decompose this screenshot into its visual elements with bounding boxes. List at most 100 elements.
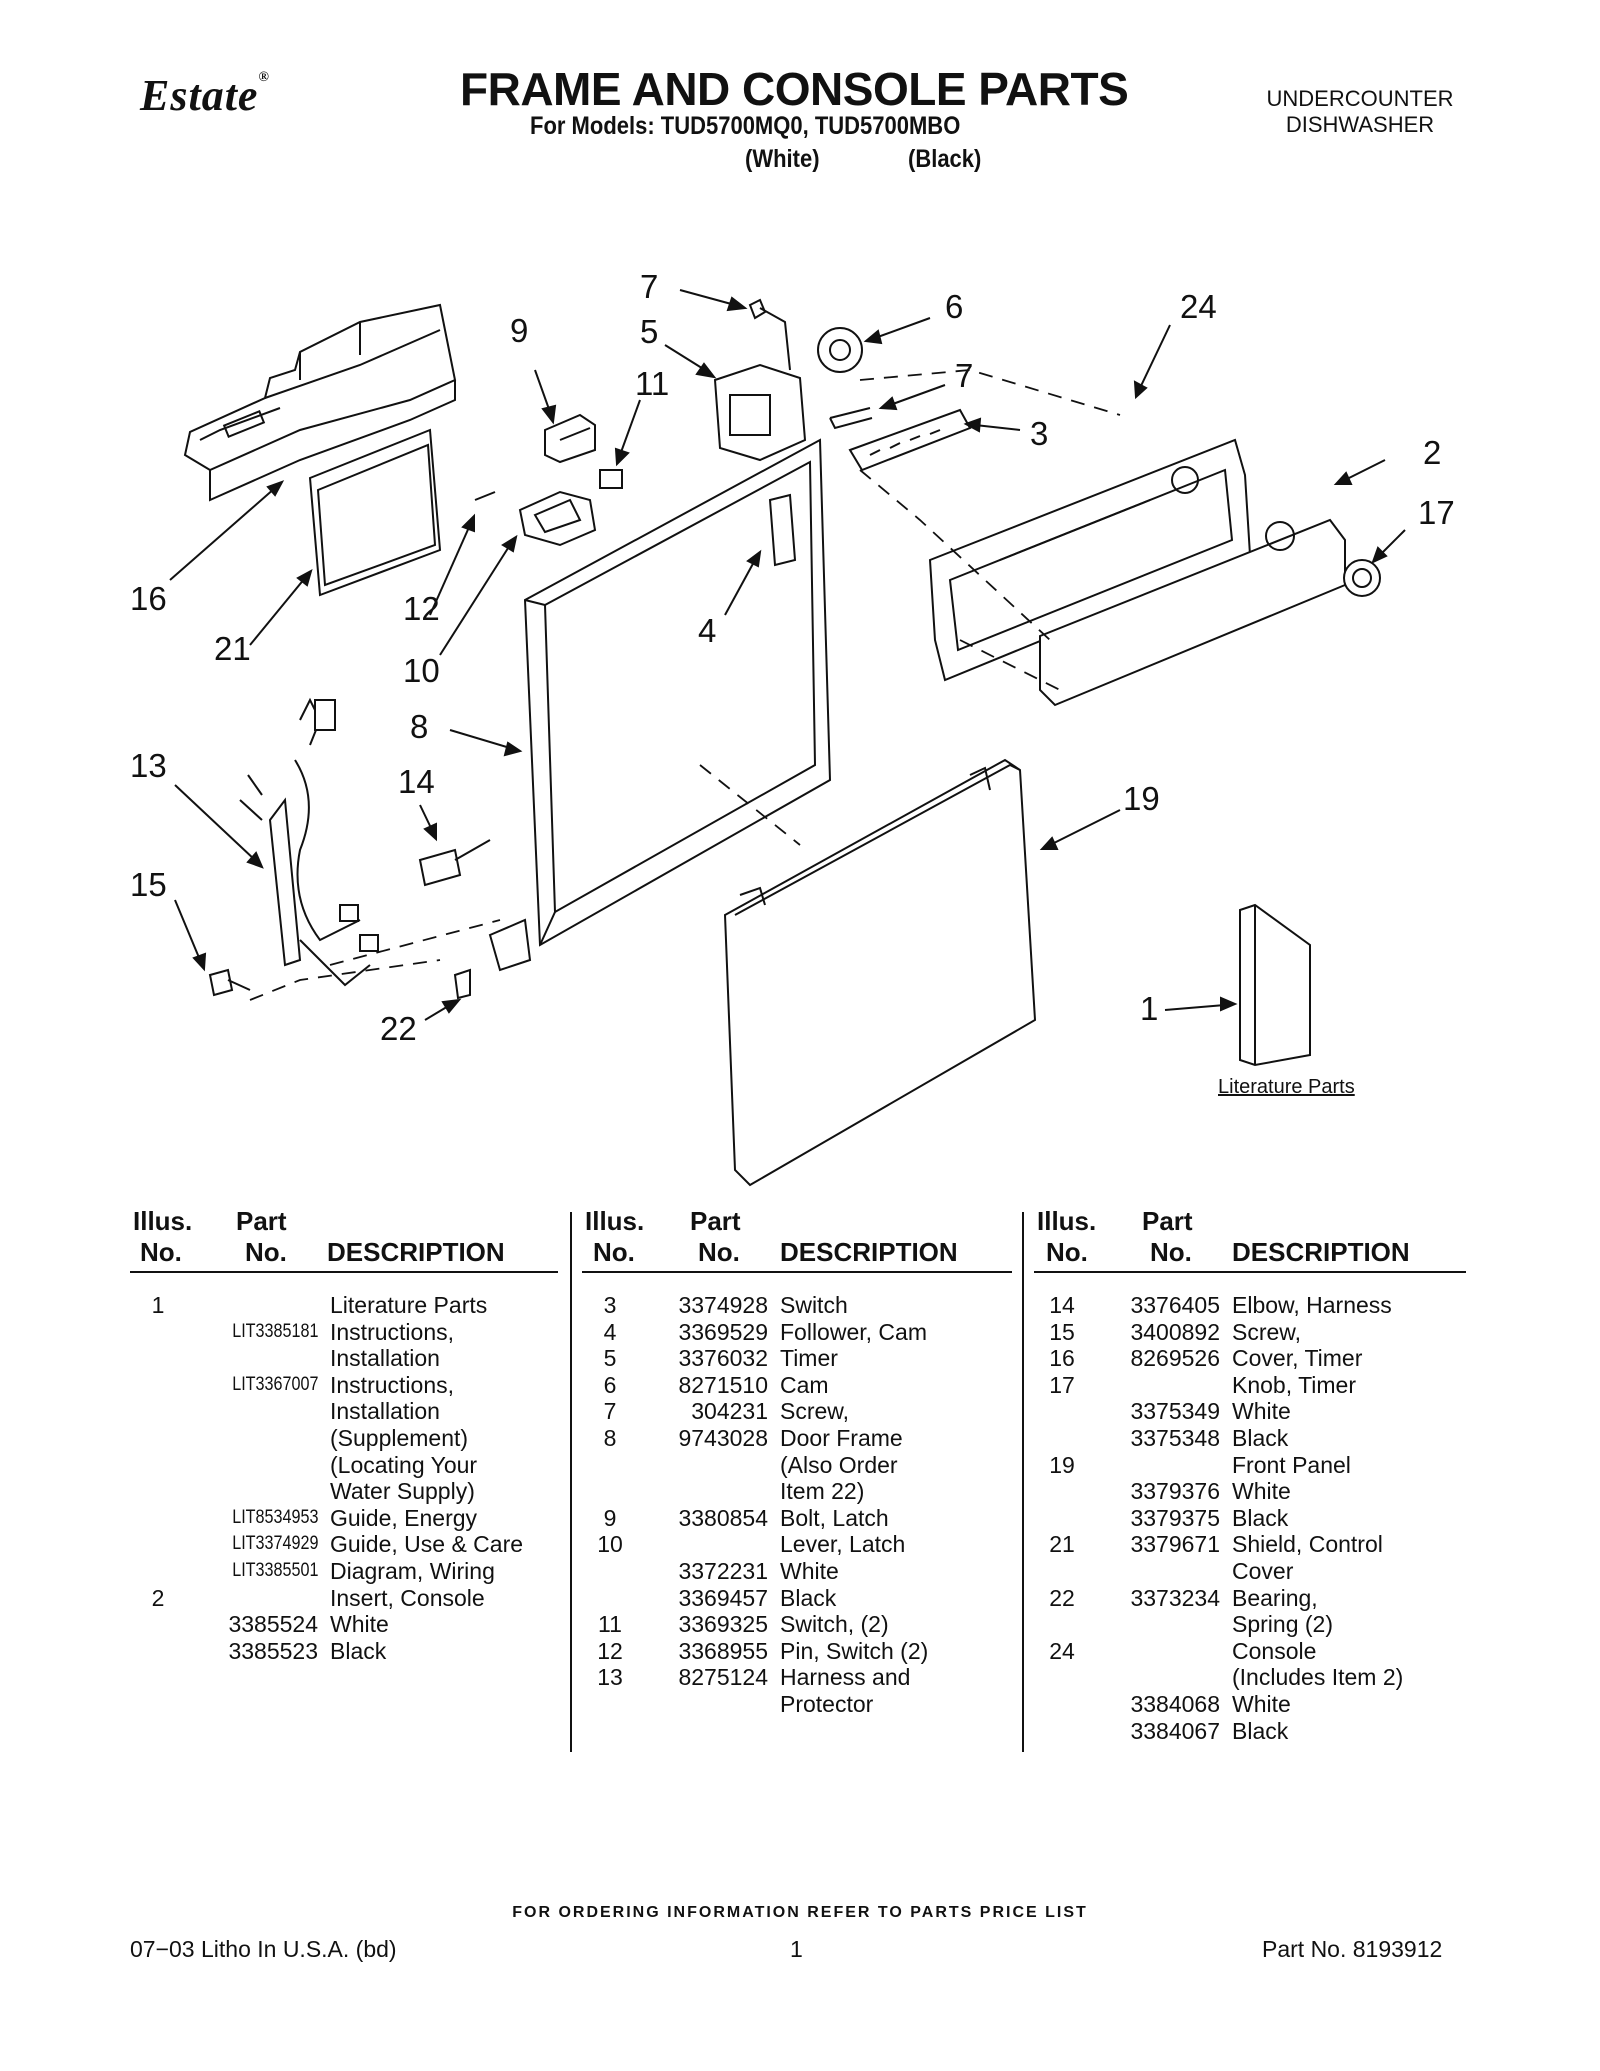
part-description: Screw, <box>780 1398 850 1425</box>
part-no: 3373234 <box>1130 1584 1220 1611</box>
part-no: 3380854 <box>678 1504 768 1531</box>
part-no: LIT3367007 <box>231 1373 318 1395</box>
callout-17: 17 <box>1418 494 1455 531</box>
illus-no: 2 <box>151 1584 165 1611</box>
part-no: 3379375 <box>1130 1504 1220 1531</box>
callout-8: 8 <box>410 708 429 745</box>
callout-11: 11 <box>635 365 670 402</box>
illus-no: 5 <box>603 1345 617 1372</box>
timer-assembly-part <box>713 298 972 472</box>
col2-rule <box>582 1271 1012 1273</box>
part-description: Bearing, <box>1232 1584 1318 1611</box>
page-title: FRAME AND CONSOLE PARTS <box>460 63 1129 115</box>
part-no: 9743028 <box>678 1425 768 1451</box>
illus-no: 16 <box>1049 1345 1075 1372</box>
illus-no: 6 <box>603 1371 617 1398</box>
part-row: LIT3367007 Instructions, <box>130 1372 560 1399</box>
part-row: Spring (2) <box>1034 1611 1464 1638</box>
part-description: Instructions, <box>330 1371 454 1398</box>
part-row: Protector <box>582 1691 1012 1718</box>
part-description: Switch, (2) <box>780 1611 889 1638</box>
part-row: (Also Order <box>582 1452 1012 1479</box>
part-row: 7 304231 Screw, <box>582 1398 1012 1425</box>
illus-no: 8 <box>603 1425 617 1451</box>
part-no: 304231 <box>691 1398 768 1425</box>
callout-14: 14 <box>398 763 435 800</box>
part-row: Installation <box>130 1398 560 1425</box>
part-description: White <box>780 1558 839 1584</box>
illus-no: 14 <box>1049 1292 1075 1318</box>
part-no: 3385523 <box>228 1637 318 1664</box>
part-description: Guide, Energy <box>330 1504 478 1531</box>
illus-no: 17 <box>1049 1371 1075 1398</box>
front-panel-part <box>723 758 1037 1187</box>
illus-no: 22 <box>1049 1584 1075 1611</box>
part-description: Cover, Timer <box>1232 1345 1363 1372</box>
timer-cover-part <box>183 303 457 502</box>
illus-no: 11 <box>598 1611 622 1638</box>
guide-lines <box>249 369 1121 1001</box>
part-description: Installation <box>330 1398 440 1425</box>
brand-name: Estate <box>140 71 259 120</box>
product-type-line1: UNDERCOUNTER <box>1266 86 1454 111</box>
variant-white-label: (White) <box>745 145 820 173</box>
part-description: (Supplement) <box>330 1425 469 1451</box>
part-row: 3379375 Black <box>1034 1505 1464 1532</box>
callout-5: 5 <box>640 313 659 350</box>
part-description: Black <box>1232 1504 1289 1531</box>
part-description: Front Panel <box>1232 1451 1351 1478</box>
exploded-parts-diagram <box>169 289 1406 1187</box>
callout-4: 4 <box>698 612 717 649</box>
part-no: 3372231 <box>678 1558 768 1584</box>
part-no: 3384067 <box>1130 1717 1220 1744</box>
part-no: 8269526 <box>1130 1345 1220 1372</box>
part-row: Installation <box>130 1345 560 1372</box>
product-type: UNDERCOUNTER DISHWASHER <box>1235 86 1485 138</box>
wiring-harness-part <box>239 697 379 987</box>
product-type-line2: DISHWASHER <box>1285 112 1435 137</box>
col1-rule <box>130 1271 558 1273</box>
part-description: Insert, Console <box>330 1584 485 1611</box>
part-description: Literature Parts <box>330 1292 488 1318</box>
part-description: White <box>1232 1398 1291 1425</box>
callout-10: 10 <box>403 652 440 689</box>
part-description: (Includes Item 2) <box>1232 1664 1404 1691</box>
col1-desc-head: DESCRIPTION <box>327 1237 505 1267</box>
part-description: Diagram, Wiring <box>330 1558 495 1584</box>
illus-no: 7 <box>603 1398 617 1425</box>
literature-parts-part <box>1239 903 1311 1067</box>
part-description: Black <box>780 1584 837 1611</box>
col1-part-no-head: No. <box>245 1237 287 1267</box>
variant-black-label: (Black) <box>908 145 982 173</box>
callout-2: 2 <box>1423 434 1442 471</box>
col1-illus-no-head: No. <box>140 1237 182 1267</box>
column-divider-1 <box>570 1212 572 1752</box>
callout-24: 24 <box>1180 288 1217 325</box>
estate-logo: Estate® <box>140 70 270 121</box>
part-no: 3369325 <box>678 1611 768 1638</box>
part-description: Installation <box>330 1345 440 1372</box>
col3-part-head: Part <box>1142 1206 1193 1236</box>
part-no: LIT3385181 <box>231 1320 318 1342</box>
part-description: Guide, Use & Care <box>330 1531 524 1558</box>
part-description: Protector <box>780 1691 874 1717</box>
part-description: (Locating Your <box>330 1451 478 1478</box>
part-row: 3385523 Black <box>130 1638 560 1665</box>
part-description: (Also Order <box>780 1451 898 1478</box>
part-no: 3376032 <box>678 1345 768 1372</box>
part-row: 22 3373234 Bearing, <box>1034 1585 1464 1612</box>
callout-13: 13 <box>130 747 167 784</box>
part-row: 11 3369325 Switch, (2) <box>582 1611 1012 1638</box>
part-no: 3379671 <box>1130 1531 1220 1558</box>
models-line: For Models: TUD5700MQ0, TUD5700MBO <box>530 112 961 140</box>
part-row: (Includes Item 2) <box>1034 1664 1464 1691</box>
part-description: Black <box>330 1637 387 1664</box>
latch-assembly-part <box>474 413 623 547</box>
part-no: LIT8534953 <box>231 1506 318 1528</box>
part-no: 3374928 <box>678 1292 768 1318</box>
